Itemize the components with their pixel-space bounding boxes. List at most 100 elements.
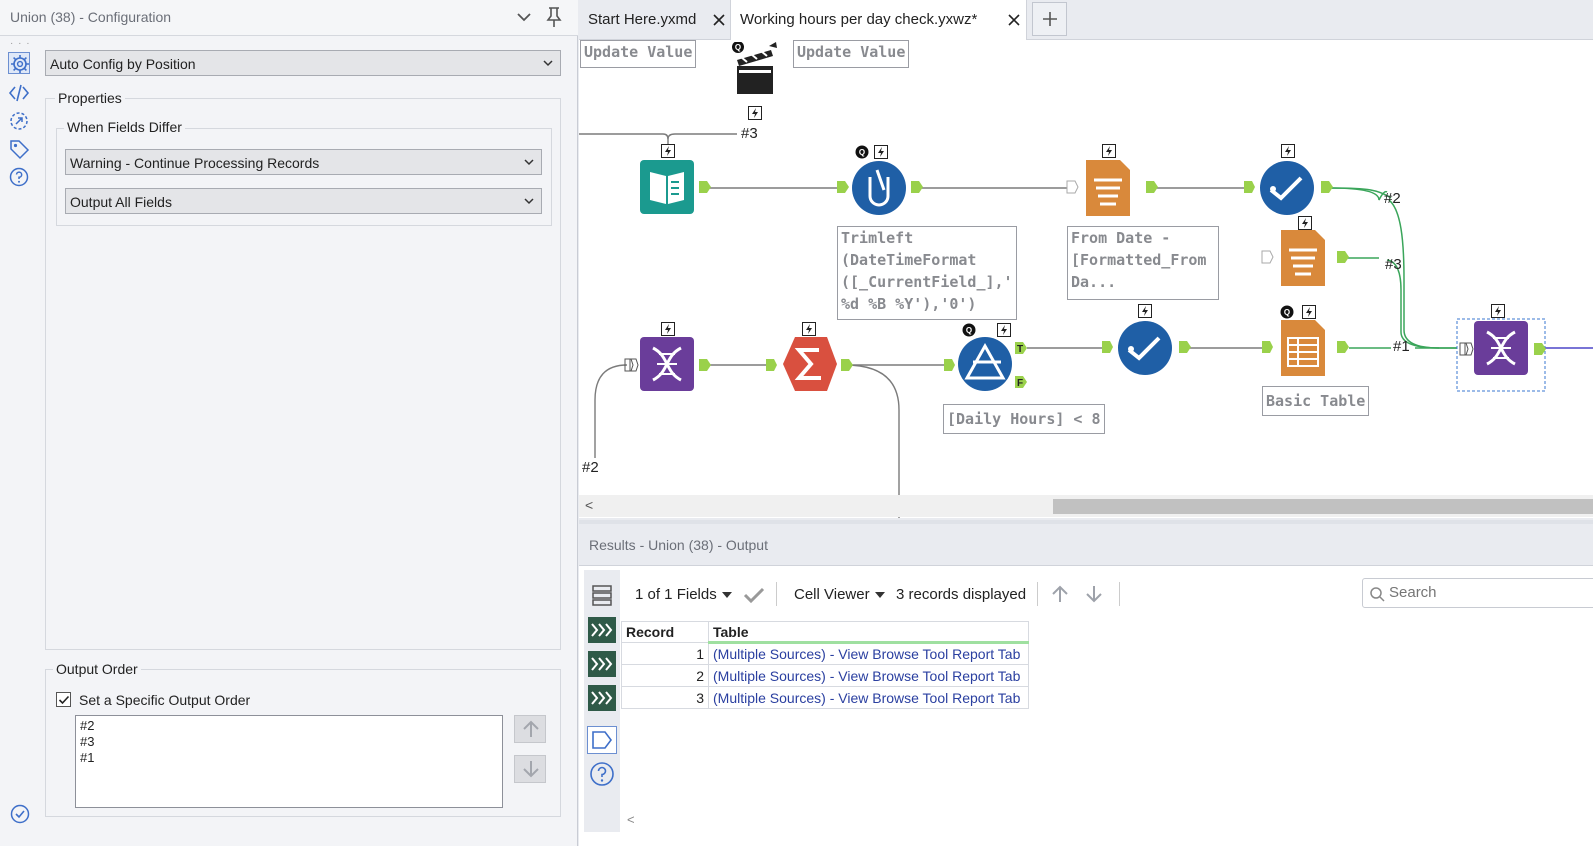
close-icon[interactable]: [712, 13, 726, 27]
plus-icon: [1043, 12, 1057, 26]
list-item[interactable]: #1: [80, 750, 95, 765]
lightning-icon: [1281, 144, 1295, 158]
formula-tool-icon[interactable]: [837, 160, 931, 216]
svg-text:Q: Q: [735, 43, 741, 52]
caret-down-icon[interactable]: [875, 592, 885, 598]
config-mode-value: Auto Config by Position: [50, 56, 196, 72]
check-circle-icon[interactable]: [9, 803, 31, 825]
list-view-icon[interactable]: [587, 582, 617, 610]
chevron-down-icon: [524, 159, 534, 166]
basic-table-tool-icon[interactable]: [1261, 320, 1355, 376]
action-tool-icon[interactable]: Q: [731, 42, 779, 100]
gear-icon[interactable]: [8, 52, 30, 74]
config-mode-select[interactable]: Auto Config by Position: [45, 50, 561, 76]
chevron-down-icon: [524, 198, 534, 205]
tab-start-here[interactable]: Start Here.yxmd: [579, 0, 730, 40]
arrow-up-icon: [523, 720, 539, 737]
table-cell-link[interactable]: (Multiple Sources) - View Browse Tool Re…: [708, 686, 1029, 709]
tag-outline-icon[interactable]: [587, 726, 617, 754]
grip-handle[interactable]: · · ·: [10, 38, 31, 49]
tab-working-hours[interactable]: Working hours per day check.yxwz*: [730, 0, 1027, 40]
scroll-left-arrow[interactable]: <: [627, 812, 635, 827]
record-cell: 1: [621, 642, 709, 665]
record-cell: 2: [621, 664, 709, 687]
book-tool-icon[interactable]: [640, 160, 714, 216]
specific-order-checkbox[interactable]: [56, 692, 71, 707]
text-input-tool-icon[interactable]: [1066, 160, 1162, 216]
check-tool-icon[interactable]: [1101, 320, 1195, 376]
svg-text:Q: Q: [966, 326, 972, 335]
connection-label: #2: [582, 459, 599, 476]
filter-tool-icon[interactable]: T F: [943, 336, 1031, 394]
list-item[interactable]: #3: [80, 734, 95, 749]
table-cell-link[interactable]: (Multiple Sources) - View Browse Tool Re…: [708, 664, 1029, 687]
search-box[interactable]: [1362, 578, 1593, 608]
chevron-down-icon[interactable]: [515, 8, 533, 26]
annotation-update-value[interactable]: Update Value: [580, 40, 697, 68]
arrow-down-icon[interactable]: [1084, 584, 1104, 604]
column-header-table[interactable]: Table: [708, 621, 1029, 644]
code-icon[interactable]: [8, 82, 30, 104]
record-cell: 3: [621, 686, 709, 709]
new-tab-button[interactable]: [1032, 2, 1067, 36]
annotation-update-value[interactable]: Update Value: [793, 40, 910, 68]
union-tool-selected-icon[interactable]: [1456, 318, 1554, 392]
output-anchor-icon[interactable]: [587, 616, 617, 644]
annotation-daily-hours[interactable]: [Daily Hours] < 8: [943, 404, 1105, 434]
table-row[interactable]: 2 (Multiple Sources) - View Browse Tool …: [621, 664, 1029, 687]
cell-viewer-selector[interactable]: Cell Viewer: [794, 586, 870, 603]
lightning-icon: [1491, 304, 1505, 318]
annotation-basic-table[interactable]: Basic Table: [1262, 386, 1370, 416]
arrow-up-icon[interactable]: [1050, 584, 1070, 604]
output-anchor-icon[interactable]: [587, 684, 617, 712]
fields-selector[interactable]: 1 of 1 Fields: [635, 586, 717, 603]
output-fields-value: Output All Fields: [70, 194, 172, 210]
caret-down-icon[interactable]: [722, 592, 732, 598]
checkmark-icon[interactable]: [743, 586, 765, 604]
check-tool-icon[interactable]: [1243, 160, 1339, 216]
union-tool-icon[interactable]: [623, 336, 715, 394]
table-cell-link[interactable]: (Multiple Sources) - View Browse Tool Re…: [708, 642, 1029, 665]
config-header: Union (38) - Configuration: [0, 0, 578, 36]
pin-icon[interactable]: [544, 6, 564, 28]
list-item[interactable]: #2: [80, 718, 95, 733]
tag-icon[interactable]: [8, 138, 30, 160]
help-icon[interactable]: [8, 166, 30, 188]
table-row[interactable]: 1 (Multiple Sources) - View Browse Tool …: [621, 642, 1029, 665]
warning-mode-select[interactable]: Warning - Continue Processing Records: [65, 149, 542, 175]
chevron-down-icon: [543, 60, 553, 67]
lightning-icon: [661, 322, 675, 336]
connection-label: #3: [741, 125, 758, 142]
canvas-horizontal-scrollbar[interactable]: <: [579, 495, 1593, 517]
toolbar-separator: [1037, 582, 1038, 606]
toolbar-separator: [776, 582, 777, 606]
annotation-from-date[interactable]: From Date - [Formatted_From Da...: [1067, 226, 1219, 300]
move-up-button[interactable]: [514, 715, 546, 743]
table-row[interactable]: 3 (Multiple Sources) - View Browse Tool …: [621, 686, 1029, 709]
output-order-list[interactable]: #2 #3 #1: [75, 715, 503, 808]
specific-order-label[interactable]: Set a Specific Output Order: [79, 692, 251, 708]
quick-filter-icon: Q: [1280, 305, 1316, 319]
text-input-tool-icon[interactable]: [1261, 230, 1357, 286]
move-down-button[interactable]: [514, 755, 546, 783]
config-title: Union (38) - Configuration: [10, 9, 172, 25]
connection-wires: [579, 133, 1593, 518]
output-fields-select[interactable]: Output All Fields: [65, 188, 542, 214]
scroll-left-arrow[interactable]: <: [585, 497, 594, 513]
workflow-canvas[interactable]: Update Value Update Value Q #3 Q Trimlef…: [579, 40, 1593, 518]
search-input[interactable]: [1389, 584, 1589, 601]
results-grid: Record Table 1 (Multiple Sources) - View…: [621, 621, 1029, 709]
connection-label: #1: [1393, 338, 1410, 355]
tab-label: Start Here.yxmd: [588, 11, 697, 28]
scrollbar-thumb[interactable]: [1053, 499, 1593, 514]
table-header-row: Record Table: [621, 621, 1029, 644]
summarize-tool-icon[interactable]: [765, 336, 857, 394]
configuration-panel: Union (38) - Configuration · · · Auto Co…: [0, 0, 578, 846]
annotation-icon[interactable]: [8, 110, 30, 132]
results-horizontal-scrollbar[interactable]: <: [621, 812, 1593, 828]
close-icon[interactable]: [1007, 13, 1021, 27]
output-anchor-icon[interactable]: [587, 650, 617, 678]
column-header-record[interactable]: Record: [621, 621, 709, 643]
help-icon[interactable]: [587, 760, 617, 788]
annotation-trimleft[interactable]: Trimleft (DateTimeFormat ([_CurrentField…: [837, 226, 1017, 320]
